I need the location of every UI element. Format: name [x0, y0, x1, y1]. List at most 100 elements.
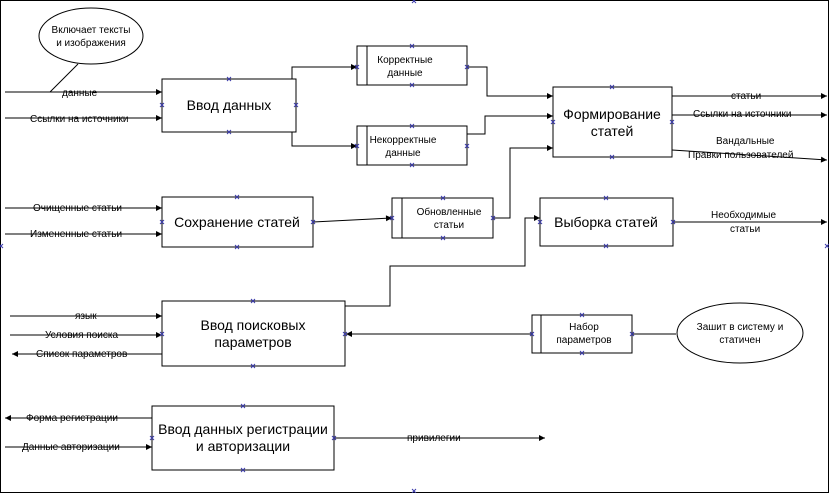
- connection-marker: [240, 467, 246, 473]
- arrow-obnovlennye-to-form: [493, 145, 553, 219]
- connection-marker: [354, 143, 360, 149]
- block-vyborka: Выборка статей: [539, 197, 674, 247]
- svg-text:параметров: параметров: [556, 335, 611, 346]
- connection-marker: [464, 143, 470, 149]
- connection-marker: [293, 102, 299, 108]
- label-neobhodimye-2: статьи: [730, 224, 760, 235]
- svg-text:Формирование: Формирование: [563, 106, 661, 122]
- connection-marker: [603, 243, 609, 249]
- svg-text:Ввод данных регистрации: Ввод данных регистрации: [158, 421, 328, 437]
- svg-text:Включает тексты: Включает тексты: [52, 25, 131, 36]
- block-formirovanie: Формирование статей: [552, 86, 673, 158]
- connection-marker: [331, 435, 337, 441]
- connection-marker: [464, 64, 470, 70]
- label-statyi-out: статьи: [731, 91, 761, 102]
- svg-text:Сохранение статей: Сохранение статей: [174, 214, 300, 230]
- svg-text:статьи: статьи: [434, 220, 464, 231]
- connectors: [5, 63, 828, 450]
- connection-marker: [159, 102, 165, 108]
- svg-text:и авторизации: и авторизации: [196, 438, 290, 454]
- connection-marker: [490, 215, 496, 221]
- label-dannye: данные: [62, 88, 98, 99]
- connection-marker: [226, 129, 232, 135]
- connection-marker: [389, 215, 395, 221]
- connection-marker: [629, 331, 635, 337]
- connection-marker: [609, 84, 615, 90]
- connection-marker: [409, 162, 415, 168]
- svg-text:Ввод поисковых: Ввод поисковых: [201, 317, 306, 333]
- svg-text:Корректные: Корректные: [377, 55, 433, 66]
- connection-marker: [537, 219, 543, 225]
- svg-text:Выборка статей: Выборка статей: [554, 214, 658, 230]
- connection-marker: [0, 243, 4, 249]
- arrow-labels: данные Ссылки на источники статьи Ссылки…: [22, 88, 793, 453]
- connection-marker: [226, 76, 232, 82]
- connection-marker: [579, 312, 585, 318]
- connection-marker: [440, 235, 446, 241]
- connection-marker: [579, 350, 585, 356]
- arrow-poisk-to-vyborka: [345, 215, 540, 307]
- svg-text:Набор: Набор: [569, 321, 599, 333]
- arrow-nekorrektnye-to-form: [467, 113, 553, 135]
- connection-marker: [354, 64, 360, 70]
- arrow-to-nekorrektnye: [291, 105, 357, 149]
- connection-marker: [409, 43, 415, 49]
- block-korrektnye: Корректные данные: [356, 45, 468, 86]
- label-usloviya: Условия поиска: [45, 330, 118, 341]
- connection-marker: [250, 298, 256, 304]
- connection-marker: [411, 0, 417, 4]
- label-ssylki-out: Ссылки на источники: [693, 109, 792, 120]
- connection-marker: [149, 435, 155, 441]
- connection-marker: [550, 119, 556, 125]
- connection-marker: [609, 154, 615, 160]
- connection-marker: [310, 219, 316, 225]
- connection-marker: [342, 331, 348, 337]
- svg-text:данные: данные: [387, 68, 423, 79]
- connection-marker: [824, 243, 829, 249]
- label-privilegii: привилегии: [407, 433, 461, 444]
- block-nekorrektnye: Некорректные данные: [356, 125, 468, 166]
- connection-marker: [411, 488, 417, 493]
- arrow-vandal-out: [671, 149, 828, 163]
- svg-text:Некорректные: Некорректные: [370, 135, 437, 146]
- svg-text:Зашит в систему и: Зашит в систему и: [697, 322, 784, 333]
- callout-top-note: [49, 63, 79, 93]
- note-top: Включает тексты и изображения: [38, 7, 144, 65]
- label-vandal-1: Вандальные: [716, 136, 775, 147]
- block-vvod-dannyh: Ввод данных: [161, 78, 297, 133]
- connection-marker: [240, 403, 246, 409]
- connection-marker: [529, 331, 535, 337]
- label-spisok: Список параметров: [36, 349, 127, 360]
- label-yazyk: язык: [75, 311, 97, 322]
- label-ssylki-in: Ссылки на источники: [30, 114, 129, 125]
- connection-marker: [234, 194, 240, 200]
- label-avtoriz: Данные авторизации: [22, 442, 120, 453]
- block-poisk: Ввод поисковых параметров: [161, 300, 346, 367]
- connection-marker: [159, 331, 165, 337]
- block-sohranenie: Сохранение статей: [161, 196, 314, 248]
- svg-text:параметров: параметров: [214, 334, 291, 350]
- connection-marker: [159, 219, 165, 225]
- arrow-korrektnye-to-form: [467, 66, 553, 99]
- svg-text:данные: данные: [385, 148, 421, 159]
- label-neobhodimye-1: Необходимые: [711, 209, 776, 221]
- block-registr: Ввод данных регистрации и авторизации: [151, 405, 335, 471]
- block-nabor: Набор параметров: [531, 314, 633, 354]
- connection-marker: [603, 195, 609, 201]
- block-obnovlennye: Обновленные статьи: [391, 197, 494, 239]
- label-forma: Форма регистрации: [26, 413, 118, 424]
- connection-marker: [670, 219, 676, 225]
- svg-text:статей: статей: [591, 123, 634, 139]
- svg-text:статичен: статичен: [719, 335, 760, 346]
- svg-text:Обновленные: Обновленные: [417, 206, 482, 218]
- arrow-sohranenie-to-obnovlennye: [312, 215, 393, 223]
- connection-marker: [409, 123, 415, 129]
- connection-marker: [234, 244, 240, 250]
- note-bottom: Зашит в систему и статичен: [676, 302, 804, 364]
- svg-text:Ввод данных: Ввод данных: [187, 97, 272, 113]
- connection-marker: [409, 82, 415, 88]
- svg-text:и изображения: и изображения: [56, 37, 126, 49]
